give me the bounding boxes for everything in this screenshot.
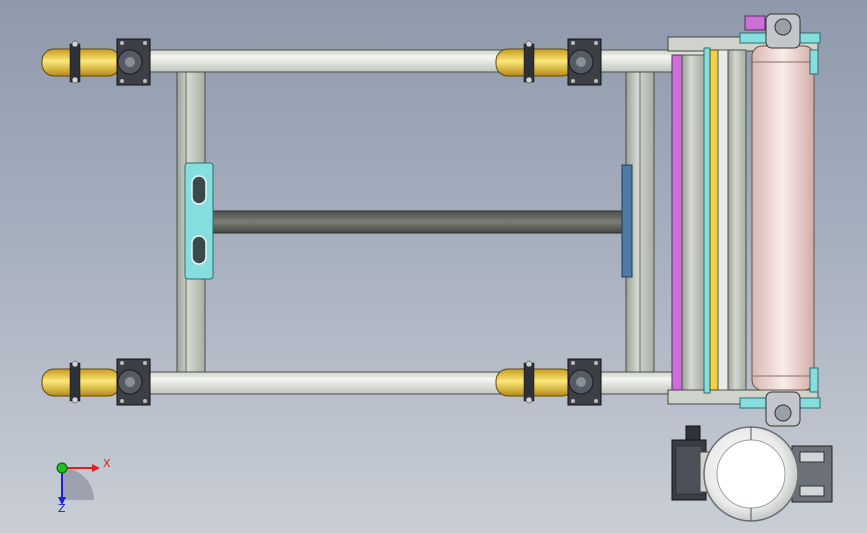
right-mount-plate bbox=[621, 164, 633, 278]
caster-top-left bbox=[41, 38, 151, 86]
left-mount-bracket bbox=[184, 162, 214, 280]
center-bar bbox=[204, 210, 627, 234]
roller-assembly bbox=[667, 13, 821, 427]
top-rail bbox=[146, 49, 708, 73]
caster-bottom-left bbox=[41, 358, 151, 406]
caster-bottom-right bbox=[495, 358, 602, 406]
x-axis-label: X bbox=[103, 457, 111, 470]
coordinate-triad bbox=[56, 462, 100, 505]
caster-top-right bbox=[495, 38, 602, 86]
z-axis-label: Z bbox=[58, 502, 66, 515]
origin-marker bbox=[56, 462, 68, 474]
bottom-rail bbox=[146, 371, 708, 395]
drive-motor bbox=[671, 425, 833, 522]
